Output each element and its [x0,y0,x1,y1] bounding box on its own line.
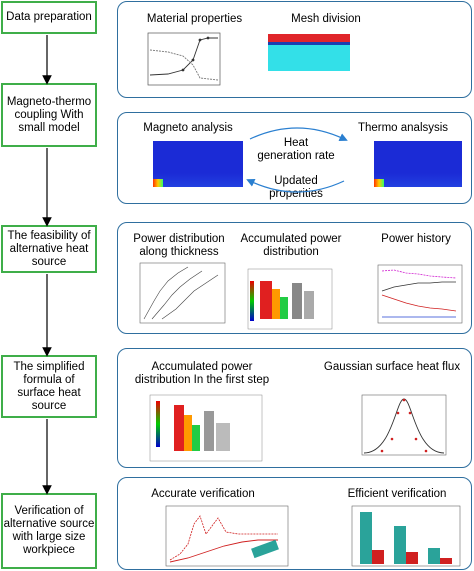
first-step-power-plot [149,394,263,462]
accumulated-first-step-title: Accumulated power distribution In the fi… [134,361,270,386]
mesh-division-title: Mesh division [291,13,361,25]
efficient-verification-chart [351,505,461,567]
accurate-verification-title: Accurate verification [151,488,255,500]
power-history-plot [377,264,463,324]
mesh-cyan-body [268,45,350,71]
efficient-verification-title: Efficient verification [347,488,447,500]
mesh-red-layer [268,34,350,42]
gaussian-heat-flux-plot [361,394,447,456]
step-label: Verification of alternative source with … [3,505,95,556]
step-label: The feasibility of alternative heat sour… [7,229,91,268]
power-thickness-plot [139,262,226,324]
thermo-field-image [374,141,462,187]
panel-data-preparation: Material properties Mesh division [117,1,472,98]
step-simplified-formula: The simplified formula of surface heat s… [1,355,97,418]
panel-verification: Accurate verification Efficient verifica… [117,477,472,570]
step-label: Data preparation [6,11,92,23]
material-properties-title: Material properties [146,13,243,25]
step-feasibility: The feasibility of alternative heat sour… [1,225,97,273]
gaussian-heat-flux-title: Gaussian surface heat flux [323,361,461,373]
step-label: The simplified formula of surface heat s… [13,360,85,412]
step-data-preparation: Data preparation [1,1,97,34]
mesh-blue-line [268,42,350,45]
flow-arrows [42,35,52,495]
panel-simplified-formula: Accumulated power distribution In the fi… [117,348,472,468]
coupling-loop-arrows [246,127,348,193]
magneto-analysis-title: Magneto analysis [143,122,233,134]
heat-generation-rate-label: Heat generation rate [257,137,335,162]
step-label: Magneto-thermo coupling With small model [6,95,92,134]
accurate-verification-plot [165,505,289,567]
accumulated-power-plot [247,268,333,330]
accumulated-power-distribution-title: Accumulated power distribution [240,233,342,258]
material-properties-plot [147,32,221,86]
thermo-analysis-title: Thermo analsysis [357,122,449,134]
power-distribution-thickness-title: Power distribution along thickness [133,233,225,258]
step-magneto-thermo: Magneto-thermo coupling With small model [1,83,97,147]
panel-feasibility: Power distribution along thickness Accum… [117,222,472,334]
magneto-field-image [153,141,243,187]
panel-magneto-thermo: Magneto analysis Thermo analsysis Heat g… [117,112,472,204]
power-history-title: Power history [381,233,451,245]
